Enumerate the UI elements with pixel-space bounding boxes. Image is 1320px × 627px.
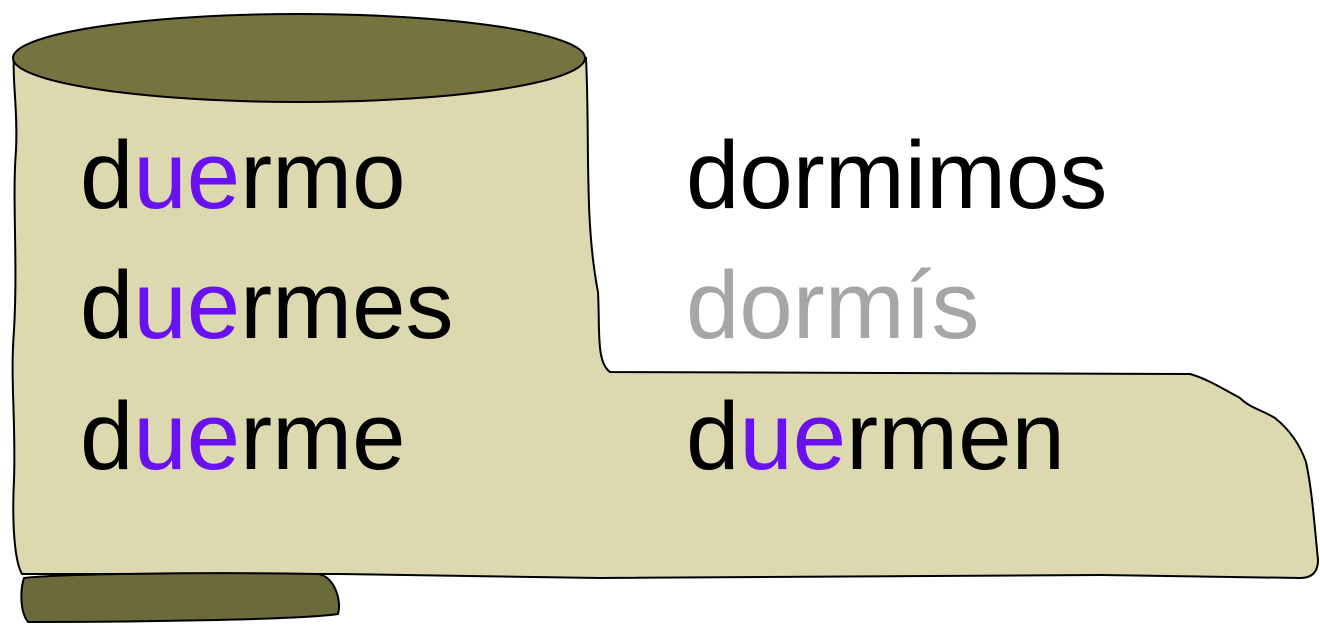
boot-opening: [12, 13, 586, 103]
word-segment: d: [80, 252, 134, 359]
word-segment: d: [80, 383, 134, 490]
conjugation-tu: duermes: [80, 258, 454, 354]
word-segment: rmo: [240, 122, 406, 229]
word-segment: dormimos: [686, 122, 1108, 229]
boot-sole: [20, 572, 340, 624]
stem-change-segment: ue: [739, 383, 847, 490]
stem-change-segment: ue: [133, 383, 241, 490]
word-segment: rmen: [846, 383, 1065, 490]
stem-change-segment: ue: [133, 252, 241, 359]
word-segment: rmes: [240, 252, 454, 359]
stem-change-segment: ue: [133, 122, 241, 229]
word-segment: d: [80, 122, 134, 229]
conjugation-ellos: duermen: [686, 389, 1065, 485]
word-segment: d: [686, 383, 740, 490]
word-segment: dormís: [686, 252, 980, 359]
word-segment: rme: [240, 383, 406, 490]
boot-body: [11, 53, 1320, 580]
conjugation-yo: duermo: [80, 128, 406, 224]
conjugation-el: duerme: [80, 389, 406, 485]
conjugation-nosotros: dormimos: [686, 128, 1107, 224]
conjugation-vosotros: dormís: [686, 258, 979, 354]
